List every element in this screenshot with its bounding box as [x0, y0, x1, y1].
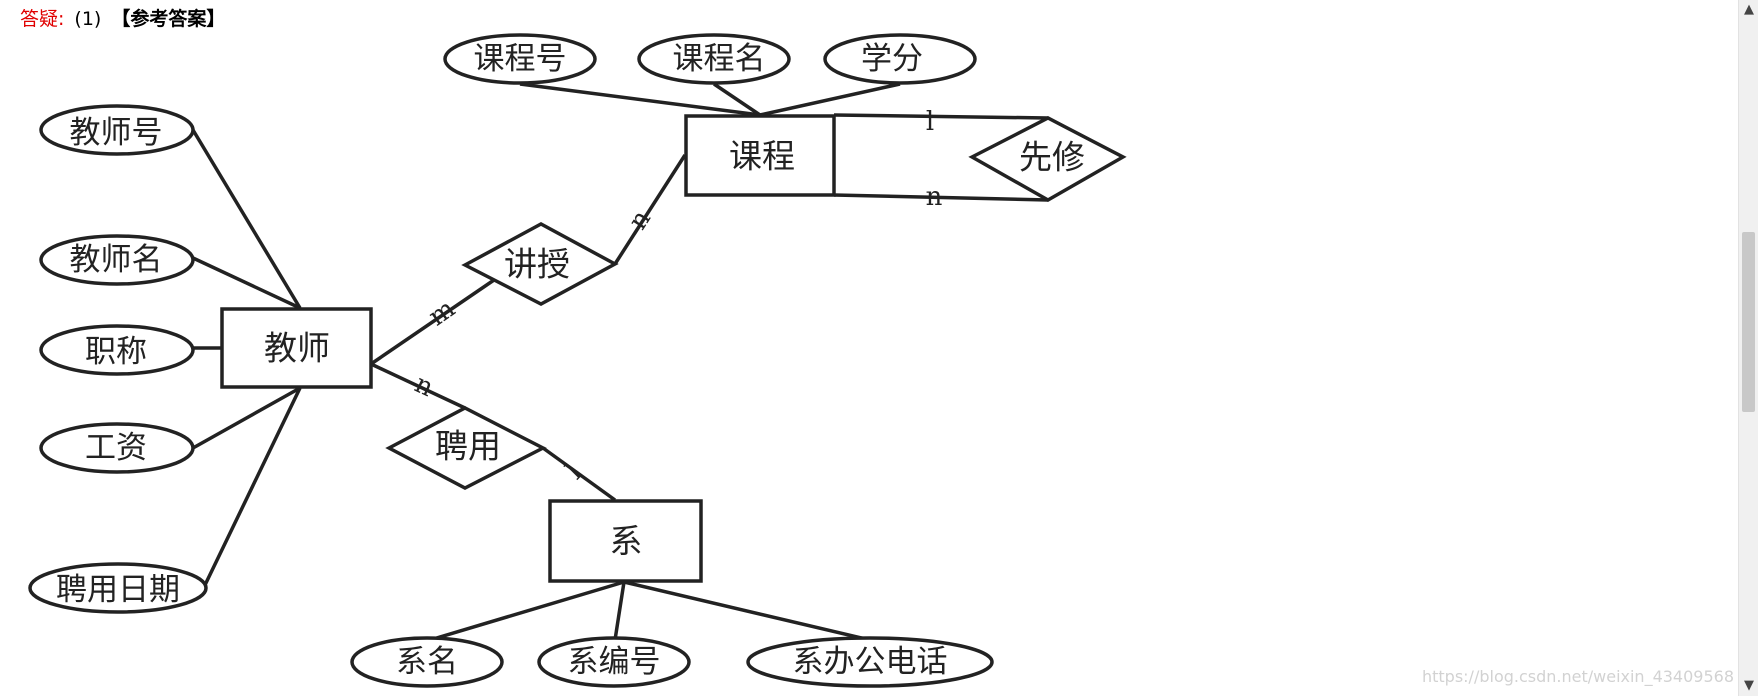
- attribute-title: [39, 324, 195, 376]
- entity-course: [684, 114, 836, 197]
- attribute-course-name-label: 课程名: [673, 41, 766, 77]
- entity-course-label: 课程: [729, 137, 795, 176]
- attribute-dept-phone-label: 系办公电话: [793, 644, 948, 680]
- scroll-thumb[interactable]: [1742, 232, 1755, 412]
- relationship-teach: [461, 222, 619, 306]
- attribute-credit-label: 学分: [861, 41, 923, 77]
- entity-teacher-label: 教师: [264, 329, 330, 368]
- relationship-labels: 讲授 先修 聘用: [435, 138, 1085, 466]
- item-number: (1): [74, 8, 102, 30]
- cardinality-hire-dept: l: [560, 458, 587, 485]
- attribute-course-name: [637, 33, 791, 85]
- attribute-hire-date-label: 聘用日期: [56, 572, 180, 608]
- entity-teacher: [220, 307, 373, 389]
- reference-answer-label: 【参考答案】: [111, 8, 226, 30]
- relationship-prerequisite: [968, 116, 1127, 203]
- attribute-salary-label: 工资: [85, 430, 147, 466]
- relationship-hire-label: 聘用: [435, 427, 501, 466]
- cardinality-prereq-many: n: [926, 182, 943, 212]
- watermark-url: https://blog.csdn.net/weixin_43409568: [1421, 667, 1734, 686]
- scroll-up-icon[interactable]: ▲: [1744, 2, 1754, 17]
- attribute-teacher-no-label: 教师号: [70, 115, 163, 151]
- attribute-dept-no: [537, 636, 691, 688]
- attribute-dept-name-label: 系名: [396, 644, 458, 680]
- attribute-labels: 课程号 课程名 学分 教师号 教师名 职称 工资 聘用日期 系名 系编号 系办公…: [56, 41, 948, 680]
- scroll-down-icon[interactable]: ▼: [1744, 678, 1754, 693]
- answer-label: 答疑:: [20, 8, 65, 30]
- attribute-title-label: 职称: [85, 334, 147, 370]
- attribute-course-no: [443, 33, 597, 85]
- attribute-credit: [823, 33, 977, 85]
- relationship-teach-label: 讲授: [504, 245, 570, 284]
- attribute-teacher-name-label: 教师名: [70, 242, 163, 278]
- attribute-dept-name: [350, 636, 504, 688]
- entity-labels: 课程 教师 系: [264, 137, 795, 561]
- connector-lines: [191, 82, 1049, 642]
- attribute-teacher-no: [39, 104, 195, 156]
- entity-shapes: [220, 114, 836, 583]
- entity-department-label: 系: [610, 522, 643, 561]
- attribute-dept-phone: [746, 636, 994, 688]
- attribute-shapes: [28, 33, 994, 688]
- attribute-course-no-label: 课程号: [474, 41, 567, 77]
- attribute-hire-date: [28, 562, 208, 614]
- vertical-scrollbar[interactable]: ▲ ▼: [1738, 0, 1758, 696]
- attribute-salary: [39, 422, 195, 474]
- cardinality-prereq-one: l: [926, 107, 934, 137]
- relationship-shapes: [385, 116, 1127, 490]
- attribute-dept-no-label: 系编号: [568, 644, 661, 680]
- cardinality-hire-teacher: n: [410, 369, 438, 403]
- relationship-prerequisite-label: 先修: [1019, 138, 1085, 177]
- attribute-teacher-name: [39, 234, 195, 286]
- entity-department: [548, 499, 703, 583]
- relationship-hire: [385, 406, 547, 490]
- answer-header: 答疑: (1) 【参考答案】: [20, 4, 225, 31]
